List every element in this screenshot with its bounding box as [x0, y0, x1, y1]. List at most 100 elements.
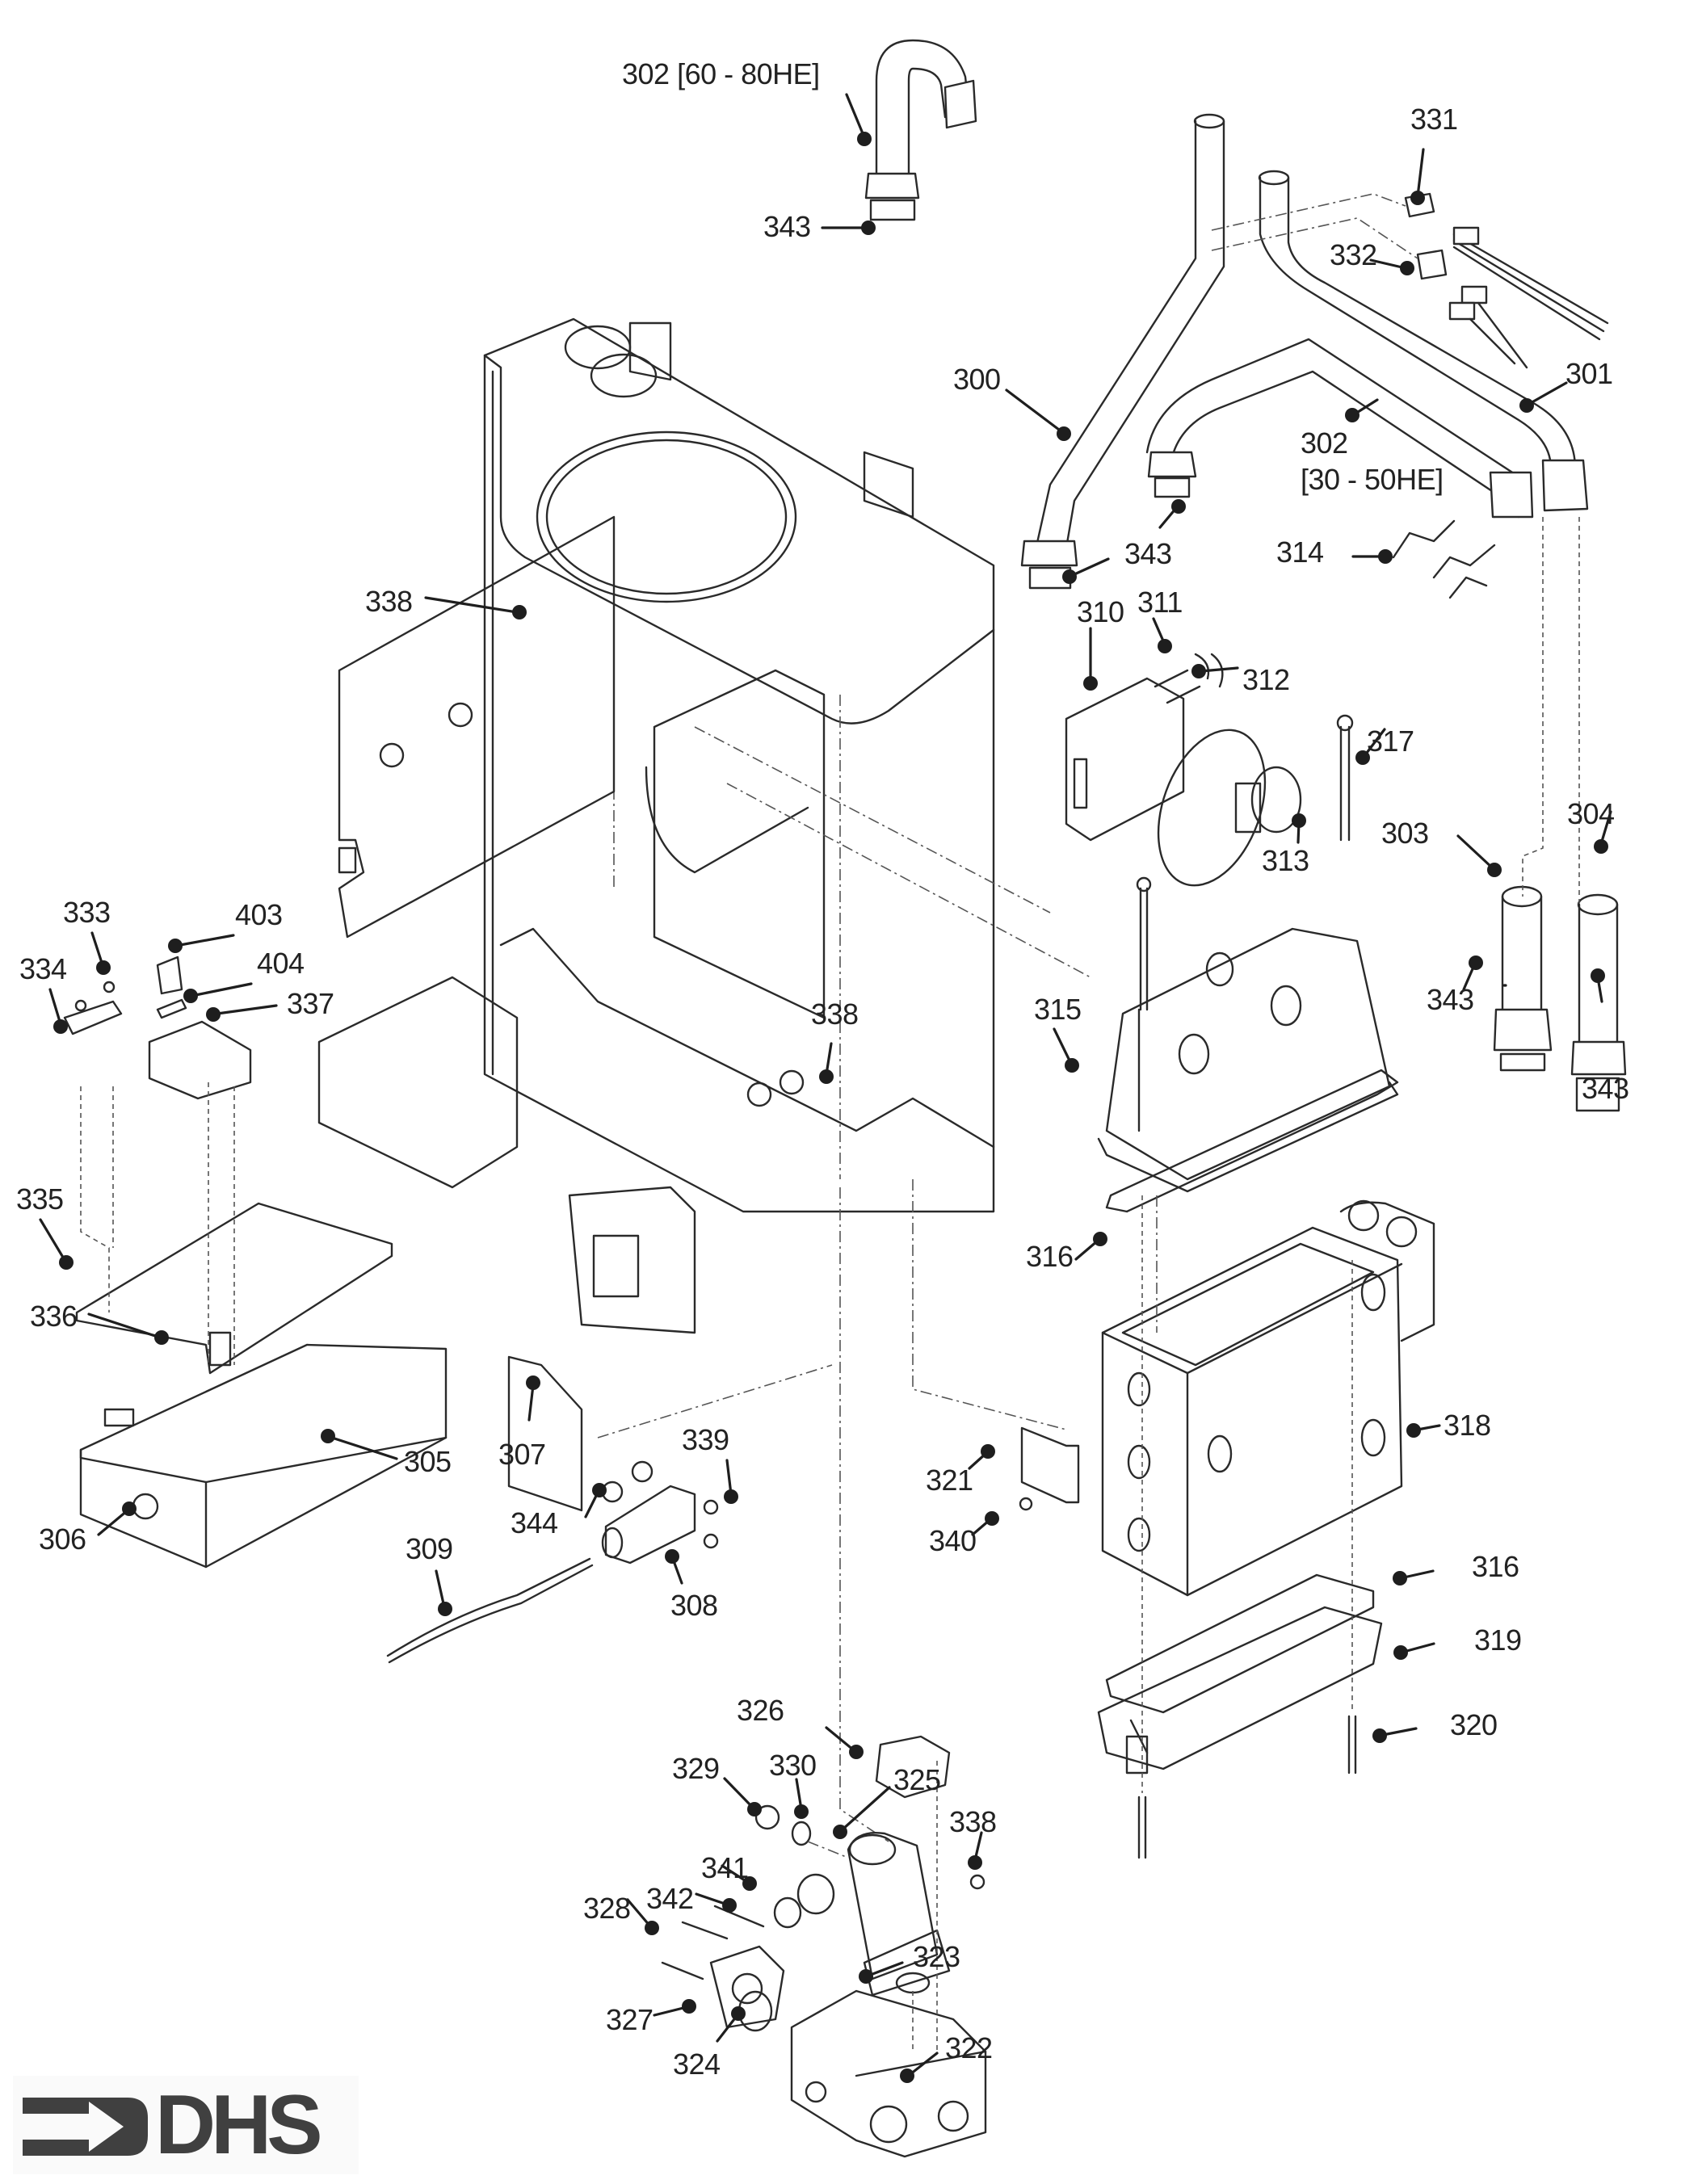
boiler-chassis-frame — [483, 317, 1091, 1213]
bracket-310 — [1065, 677, 1185, 842]
flow-pipe-300 — [1020, 113, 1225, 590]
callout-320: 320 — [1450, 1708, 1498, 1741]
callout-337: 337 — [287, 987, 334, 1020]
callout-318: 318 — [1444, 1409, 1491, 1442]
control-box-305 — [79, 1343, 448, 1569]
callout-343: 343 — [1124, 537, 1172, 570]
gasket-316-top — [1105, 1069, 1399, 1213]
seal-342 — [773, 1896, 802, 1929]
return-pipe-301 — [1258, 170, 1589, 512]
callout-330: 330 — [769, 1749, 817, 1782]
callout-310: 310 — [1077, 595, 1124, 628]
lower-bracket — [317, 976, 519, 1189]
callout-304: 304 — [1567, 797, 1615, 830]
callout-317: 317 — [1367, 724, 1414, 758]
heat-exchanger-318 — [1101, 1195, 1435, 1597]
callout-340: 340 — [929, 1524, 977, 1557]
lower-center-bracket — [568, 1186, 696, 1334]
callout-311: 311 — [1137, 586, 1183, 619]
pipe-304 — [1570, 893, 1627, 1112]
callout-333: 333 — [63, 896, 111, 929]
callout-339: 339 — [682, 1423, 729, 1456]
callout-301: 301 — [1565, 357, 1613, 390]
fuse-404 — [156, 998, 187, 1019]
leader-lines — [39, 93, 1612, 2083]
callout-315: 315 — [1034, 993, 1082, 1026]
callout-343: 343 — [1427, 983, 1474, 1016]
callout-326: 326 — [737, 1694, 784, 1727]
screw-338-bottom — [969, 1874, 985, 1890]
nipple-329 — [754, 1804, 780, 1830]
callout-321: 321 — [926, 1464, 973, 1497]
callout-404: 404 — [257, 947, 305, 980]
callout-309: 309 — [406, 1532, 453, 1565]
callout-327: 327 — [606, 2003, 653, 2036]
callout-335: 335 — [16, 1182, 64, 1216]
callout-344: 344 — [511, 1506, 558, 1539]
callout-302-30-50he: 302 [30 - 50HE] — [1301, 425, 1444, 498]
screw-317 — [1336, 714, 1354, 842]
terminal-strip-337 — [148, 1020, 252, 1100]
callout-302-30-50he-variant: [30 - 50HE] — [1301, 463, 1444, 496]
gasket-326 — [875, 1735, 951, 1799]
callout-300: 300 — [953, 363, 1001, 396]
callout-338: 338 — [811, 998, 859, 1031]
outlet-flange-327 — [709, 1945, 785, 2029]
ignition-electrode-308 — [601, 1485, 696, 1564]
washer-330 — [791, 1821, 812, 1846]
callout-328: 328 — [583, 1892, 631, 1925]
callout-314: 314 — [1276, 536, 1324, 569]
flue-pipe-302-30-50he — [1145, 338, 1534, 519]
screws-320 — [1137, 1715, 1357, 1859]
callout-307: 307 — [498, 1438, 546, 1471]
callout-325: 325 — [893, 1763, 941, 1796]
callout-313: 313 — [1262, 844, 1309, 877]
callout-319: 319 — [1474, 1623, 1522, 1657]
callout-338: 338 — [949, 1805, 997, 1838]
condensate-sump-319 — [1097, 1606, 1383, 1774]
fuse-holder-403 — [156, 956, 183, 995]
arrow-into-bracket-icon — [23, 2098, 148, 2156]
callout-343: 343 — [1582, 1072, 1629, 1105]
callout-341: 341 — [701, 1851, 749, 1884]
callout-338: 338 — [365, 585, 413, 618]
pipe-303 — [1493, 885, 1553, 1072]
panel-307 — [507, 1355, 583, 1512]
callout-329: 329 — [672, 1752, 720, 1785]
gas-valve-322 — [790, 1989, 987, 2158]
callout-331: 331 — [1410, 103, 1458, 136]
callout-332: 332 — [1330, 238, 1377, 271]
callout-334: 334 — [19, 952, 67, 985]
logo-text: DHS — [155, 2078, 323, 2172]
callout-342: 342 — [646, 1882, 694, 1915]
callout-343: 343 — [763, 210, 811, 243]
callout-312: 312 — [1242, 663, 1290, 696]
tubes-311-312 — [1154, 653, 1224, 704]
callout-322: 322 — [945, 2031, 993, 2064]
terminal-334 — [63, 981, 123, 1035]
callout-324: 324 — [673, 2048, 721, 2081]
gas-manifold-325 — [847, 1832, 951, 1997]
callout-316: 316 — [1026, 1240, 1074, 1273]
pressure-switch-313 — [1157, 729, 1302, 887]
callout-323: 323 — [913, 1940, 960, 1973]
callout-302-30-50he-number: 302 — [1301, 426, 1348, 460]
clips-314 — [1392, 519, 1496, 599]
side-bracket-plate — [338, 515, 616, 939]
callout-336: 336 — [30, 1300, 78, 1333]
fan-hood-315 — [1097, 876, 1399, 1193]
bracket-321 — [1019, 1426, 1080, 1511]
dhs-logo: DHS — [13, 2076, 359, 2174]
callout-308: 308 — [670, 1589, 718, 1622]
callout-316: 316 — [1472, 1550, 1519, 1583]
fitting-341 — [796, 1873, 835, 1915]
gasket-316-bottom — [1105, 1573, 1375, 1714]
callout-403: 403 — [235, 898, 283, 931]
ignition-lead-309 — [386, 1557, 594, 1664]
nuts-344 — [601, 1460, 653, 1503]
callout-302-60-80he: 302 [60 - 80HE] — [622, 57, 820, 90]
callout-305: 305 — [404, 1445, 452, 1478]
screws-328 — [661, 1905, 765, 1980]
callout-303: 303 — [1381, 817, 1429, 850]
